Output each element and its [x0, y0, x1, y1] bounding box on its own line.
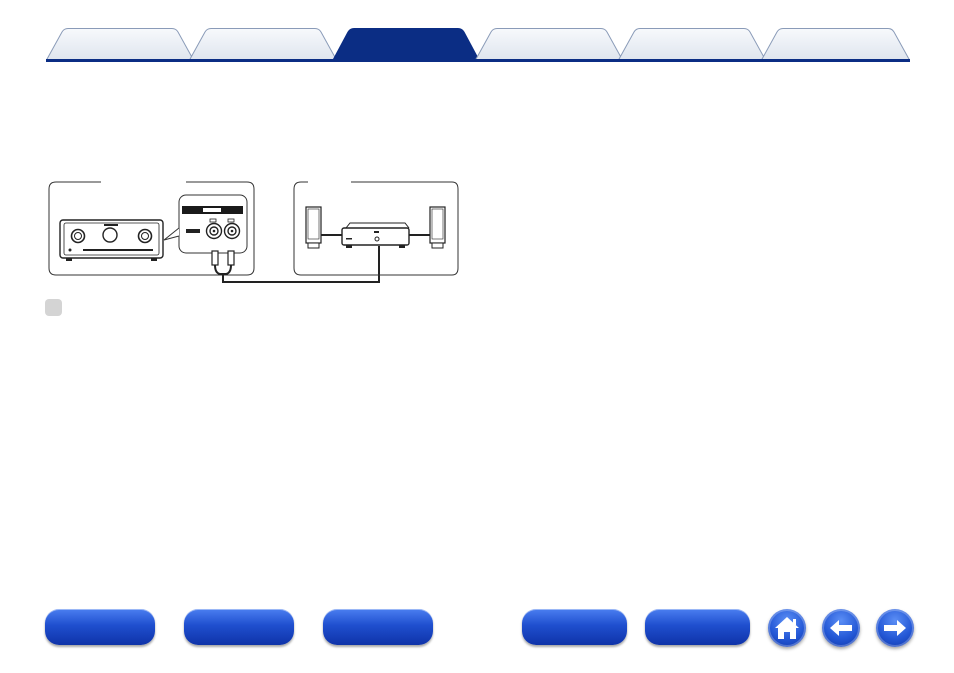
tab-5[interactable] — [618, 28, 766, 61]
tab-shape — [332, 28, 480, 61]
tab-shape — [475, 28, 623, 61]
av-receiver-icon — [59, 219, 164, 261]
connection-diagram-svg — [48, 181, 459, 283]
tab-shape — [46, 28, 194, 61]
rca-cable — [211, 246, 380, 283]
tab-shape — [189, 28, 337, 61]
connection-diagram — [46, 178, 464, 288]
home-button[interactable] — [768, 609, 806, 647]
nav-button-1[interactable] — [45, 609, 155, 645]
tab-3-active[interactable] — [332, 28, 480, 61]
nav-button-4[interactable] — [522, 609, 627, 645]
note-bullet-icon — [45, 299, 62, 316]
zoom-callout — [163, 194, 248, 254]
receiver-frame — [48, 181, 255, 276]
nav-button-5[interactable] — [645, 609, 750, 645]
back-arrow-icon — [830, 620, 852, 636]
tab-4[interactable] — [475, 28, 623, 61]
tab-2[interactable] — [189, 28, 337, 61]
home-icon — [775, 617, 799, 639]
forward-arrow-icon — [884, 620, 906, 636]
back-button[interactable] — [822, 609, 860, 647]
tab-shape — [761, 28, 910, 61]
tab-shape — [618, 28, 766, 61]
amplifier-frame — [293, 181, 459, 276]
nav-button-2[interactable] — [184, 609, 294, 645]
power-amplifier-icon — [321, 222, 430, 248]
nav-button-3[interactable] — [323, 609, 433, 645]
tab-underline — [46, 59, 910, 62]
speaker-left-icon — [305, 206, 322, 249]
tab-6[interactable] — [761, 28, 910, 61]
speaker-right-icon — [429, 206, 446, 249]
chapter-tabs — [0, 0, 954, 64]
forward-button[interactable] — [876, 609, 914, 647]
tab-1[interactable] — [46, 28, 194, 61]
